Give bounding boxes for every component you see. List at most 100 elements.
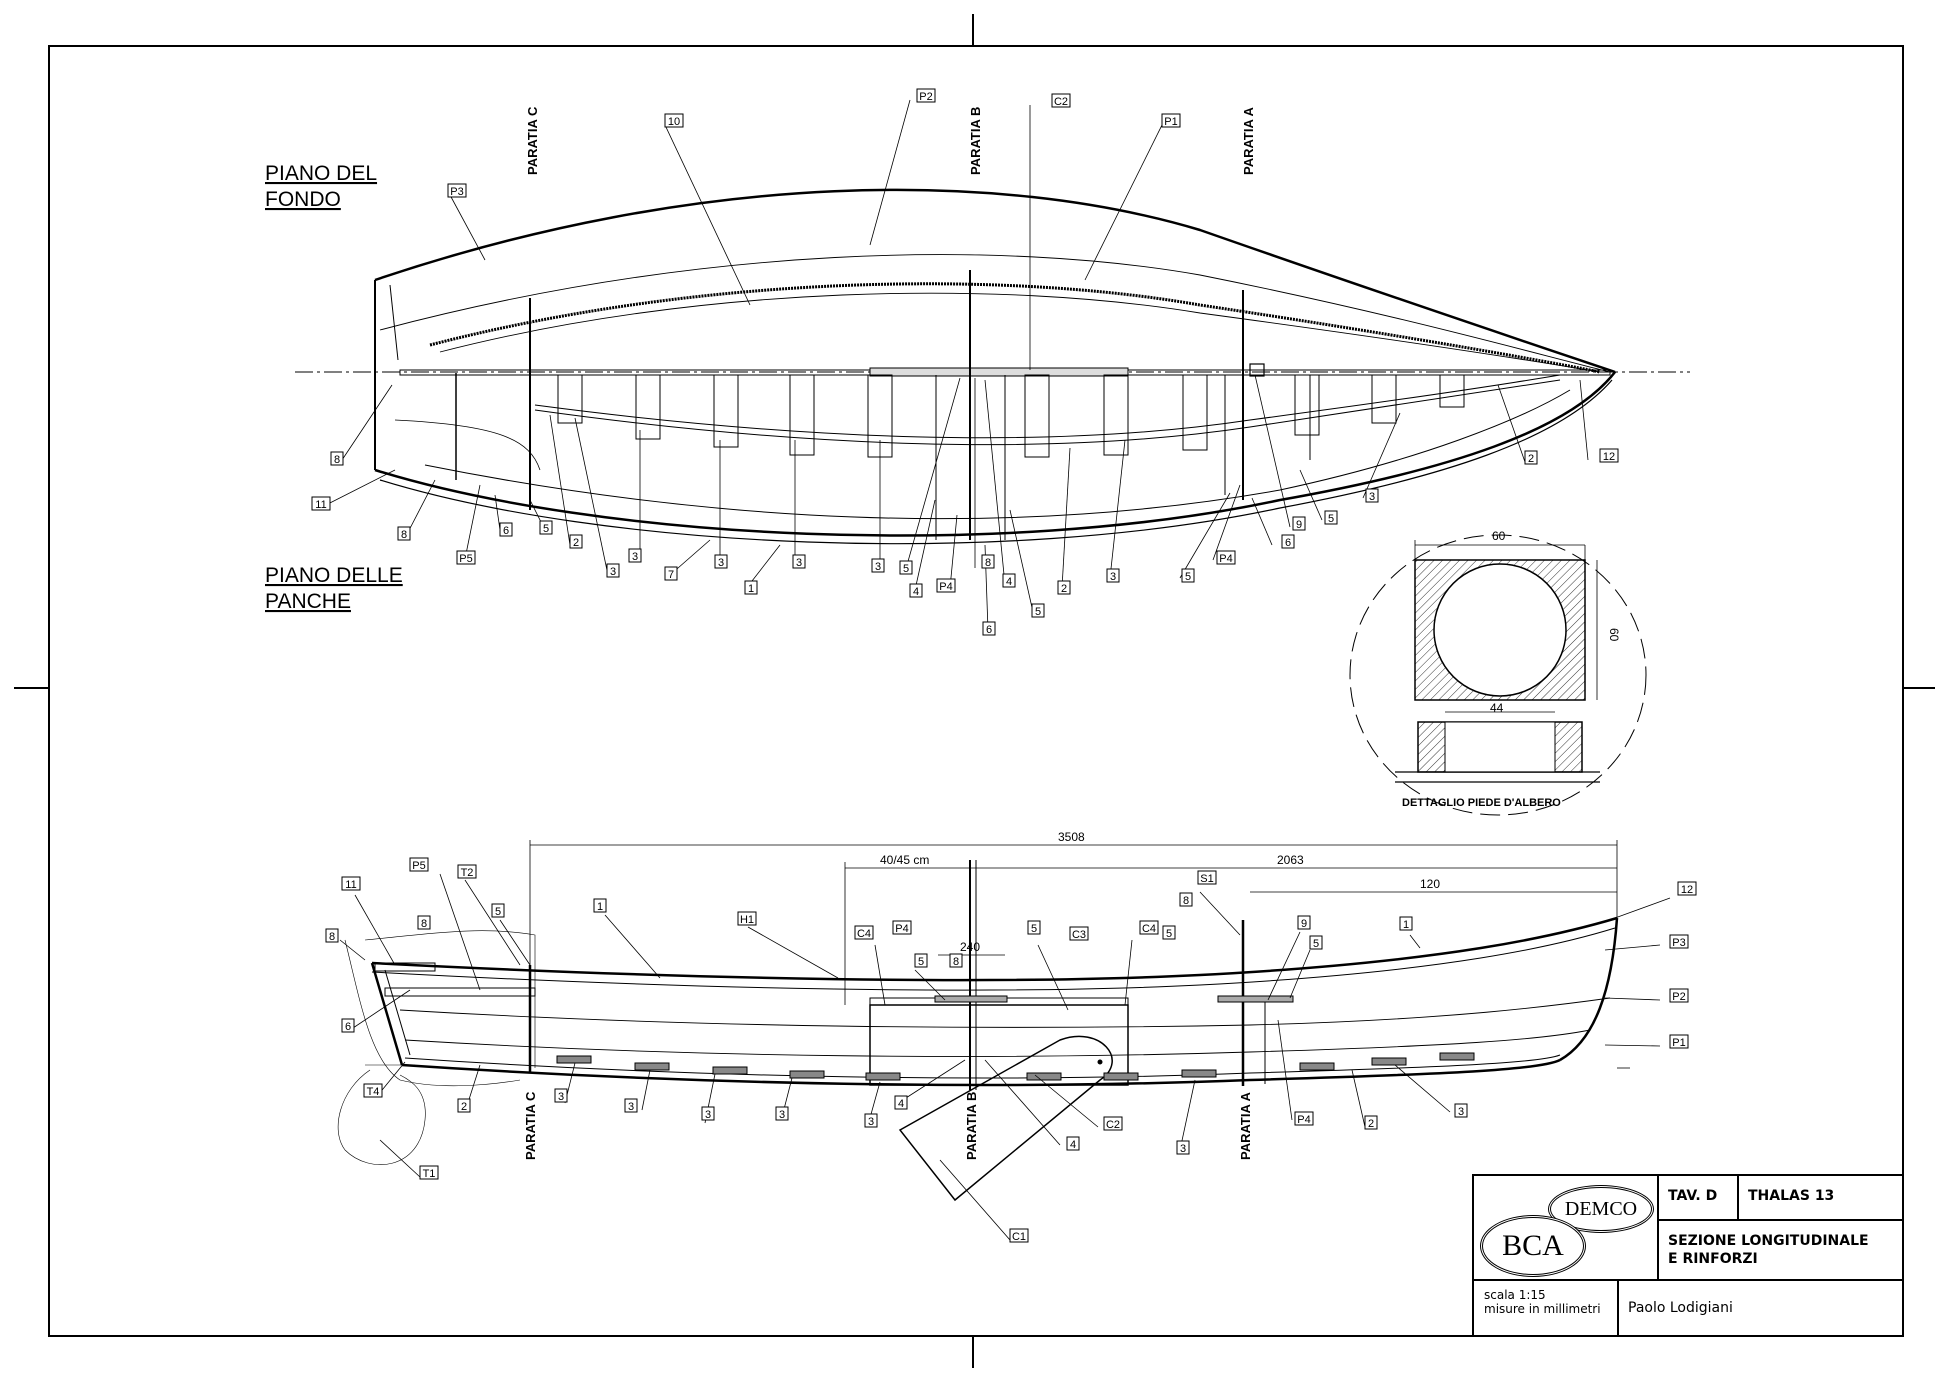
part-label-box — [854, 925, 874, 940]
part-label-pl-p3: P3 — [447, 183, 467, 198]
profile-label-bulkhead-a: PARATIA A — [1238, 1092, 1253, 1160]
part-label-sl-1a: 1 — [593, 898, 607, 913]
plan-label-bulkhead-a: PARATIA A — [1241, 107, 1256, 175]
dim-bow: 120 — [1420, 877, 1440, 891]
part-label-pl-6c: 6 — [1281, 534, 1295, 549]
part-label-pl-8b: 8 — [397, 526, 411, 541]
part-label-text: 3 — [1369, 491, 1375, 503]
plan-label-bulkhead-c: PARATIA C — [525, 106, 540, 175]
centerboard-case — [869, 1004, 1129, 1086]
dim-centerboard: 240 — [960, 940, 980, 954]
part-label-text: P4 — [895, 923, 908, 935]
part-label-text: 5 — [1035, 606, 1041, 618]
part-label-text: P4 — [1219, 553, 1232, 565]
part-label-box — [325, 928, 339, 943]
part-label-text: 2 — [1368, 1118, 1374, 1130]
part-label-text: 8 — [401, 529, 407, 541]
part-label-pl-4a: 4 — [909, 583, 923, 598]
part-label-sl-8d: 8 — [417, 915, 431, 930]
part-label-text: 5 — [903, 563, 909, 575]
part-label-box — [1181, 568, 1195, 583]
part-label-box — [1179, 892, 1193, 907]
part-label-box — [909, 583, 923, 598]
part-label-text: 3 — [796, 557, 802, 569]
part-label-box — [916, 88, 936, 103]
part-label-pl-5c: 5 — [1031, 603, 1045, 618]
drawing-title: SEZIONE LONGITUDINALE E RINFORZI — [1668, 1233, 1869, 1267]
centerboard-blade — [898, 1035, 1113, 1202]
part-label-pl-2c: 2 — [1524, 450, 1538, 465]
part-label-text: 3 — [875, 561, 881, 573]
part-label-text: P4 — [1297, 1114, 1310, 1126]
part-label-box — [1669, 988, 1689, 1003]
part-label-pl-3d: 3 — [792, 554, 806, 569]
part-label-text: C4 — [857, 928, 871, 940]
part-label-sl-6: 6 — [341, 1018, 355, 1033]
part-label-pl-11: 11 — [311, 496, 331, 511]
part-label-sl-5d: 5 — [1162, 925, 1176, 940]
part-label-text: 4 — [913, 586, 919, 598]
part-label-sl-3e: 3 — [864, 1113, 878, 1128]
part-label-pl-3f: 3 — [1106, 568, 1120, 583]
part-label-text: 2 — [573, 537, 579, 549]
part-label-sl-c4b: C4 — [1139, 920, 1159, 935]
part-label-sl-2b: 2 — [1364, 1115, 1378, 1130]
scale-note: scala 1:15 misure in millimetri — [1484, 1288, 1601, 1316]
plan-leaders — [319, 99, 1589, 631]
part-label-text: 9 — [1301, 918, 1307, 930]
profile-keel — [401, 1058, 1561, 1087]
part-label-box — [1524, 450, 1538, 465]
part-label-sl-11: 11 — [341, 876, 361, 891]
part-label-pl-3c: 3 — [714, 554, 728, 569]
part-label-box — [457, 864, 477, 879]
sheet-number: TAV. D — [1668, 1188, 1718, 1204]
part-label-text: P5 — [412, 860, 425, 872]
part-label-text: S1 — [1200, 873, 1213, 885]
detail-bore-dim: 44 — [1490, 701, 1504, 715]
part-label-box — [1009, 1228, 1029, 1243]
part-label-text: P1 — [1672, 1037, 1685, 1049]
part-label-sl-4b: 4 — [1066, 1136, 1080, 1151]
part-label-pl-10: 10 — [664, 113, 684, 128]
part-label-box — [701, 1106, 715, 1121]
part-label-sl-p1: P1 — [1669, 1034, 1689, 1049]
part-label-pl-1: 1 — [744, 580, 758, 595]
part-label-box — [1057, 580, 1071, 595]
part-label-sl-3a: 3 — [554, 1088, 568, 1103]
profile-label-bulkhead-b: PARATIA B — [964, 1092, 979, 1160]
part-label-box — [1281, 534, 1295, 549]
part-label-sl-p4b: P4 — [1294, 1111, 1314, 1126]
part-label-sl-3g: 3 — [1454, 1103, 1468, 1118]
part-label-box — [593, 898, 607, 913]
part-label-text: 3 — [610, 566, 616, 578]
part-label-box — [1454, 1103, 1468, 1118]
detail-width-dim: 60 — [1492, 529, 1506, 543]
part-label-text: 1 — [748, 583, 754, 595]
demco-logo: DEMCO — [1548, 1185, 1654, 1233]
part-label-box — [606, 563, 620, 578]
part-label-text: 2 — [1528, 453, 1534, 465]
part-label-box — [864, 1113, 878, 1128]
part-label-box — [447, 183, 467, 198]
part-label-box — [914, 953, 928, 968]
part-label-text: 1 — [597, 901, 603, 913]
part-label-text: 5 — [495, 906, 501, 918]
plan-frames — [557, 374, 1465, 458]
mast-step-detail — [1349, 534, 1647, 816]
part-label-sl-8b: 8 — [1179, 892, 1193, 907]
part-label-pl-7: 7 — [664, 566, 678, 581]
part-label-text: 7 — [668, 569, 674, 581]
part-label-box — [1399, 916, 1413, 931]
part-label-text: 3 — [705, 1109, 711, 1121]
part-label-box — [1324, 510, 1338, 525]
part-label-box — [539, 520, 553, 535]
dim-overall-length: 3508 — [1058, 830, 1085, 844]
part-label-box — [1176, 1140, 1190, 1155]
part-label-text: 3 — [718, 557, 724, 569]
part-label-box — [1139, 920, 1159, 935]
drawing-frame — [48, 45, 1904, 1337]
part-label-text: 12 — [1681, 884, 1693, 896]
part-label-box — [871, 558, 885, 573]
part-label-box — [775, 1106, 789, 1121]
